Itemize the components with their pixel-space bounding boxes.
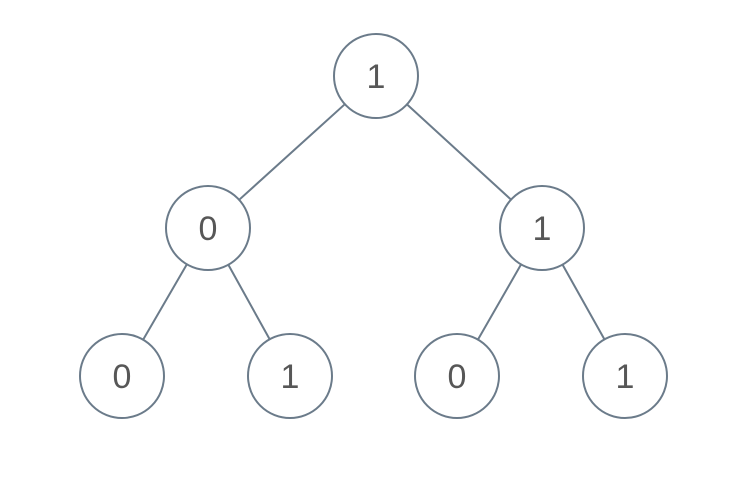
node-label: 1 bbox=[533, 210, 552, 248]
tree-edge bbox=[561, 263, 606, 341]
tree-edge bbox=[227, 263, 271, 341]
node-circle[interactable] bbox=[582, 333, 668, 419]
node-label: 0 bbox=[199, 210, 218, 248]
tree-node[interactable]: 0 bbox=[414, 333, 500, 419]
tree-node[interactable]: 0 bbox=[79, 333, 165, 419]
edge-layer bbox=[142, 103, 606, 341]
tree-node[interactable]: 1 bbox=[333, 33, 419, 119]
node-circle[interactable] bbox=[79, 333, 165, 419]
node-label: 0 bbox=[448, 358, 467, 396]
node-circle[interactable] bbox=[247, 333, 333, 419]
node-circle[interactable] bbox=[499, 185, 585, 271]
tree-edge bbox=[476, 263, 523, 341]
tree-node[interactable]: 1 bbox=[247, 333, 333, 419]
node-label: 0 bbox=[113, 358, 132, 396]
tree-edge bbox=[142, 263, 188, 341]
tree-edge bbox=[238, 103, 346, 201]
tree-edge bbox=[405, 103, 513, 201]
tree-node[interactable]: 1 bbox=[582, 333, 668, 419]
node-label: 1 bbox=[367, 58, 386, 96]
node-circle[interactable] bbox=[414, 333, 500, 419]
node-label: 1 bbox=[281, 358, 300, 396]
node-circle[interactable] bbox=[165, 185, 251, 271]
node-layer: 1 0 1 0 1 0 1 bbox=[79, 33, 668, 419]
tree-node[interactable]: 0 bbox=[165, 185, 251, 271]
tree-node[interactable]: 1 bbox=[499, 185, 585, 271]
node-circle[interactable] bbox=[333, 33, 419, 119]
node-label: 1 bbox=[616, 358, 635, 396]
